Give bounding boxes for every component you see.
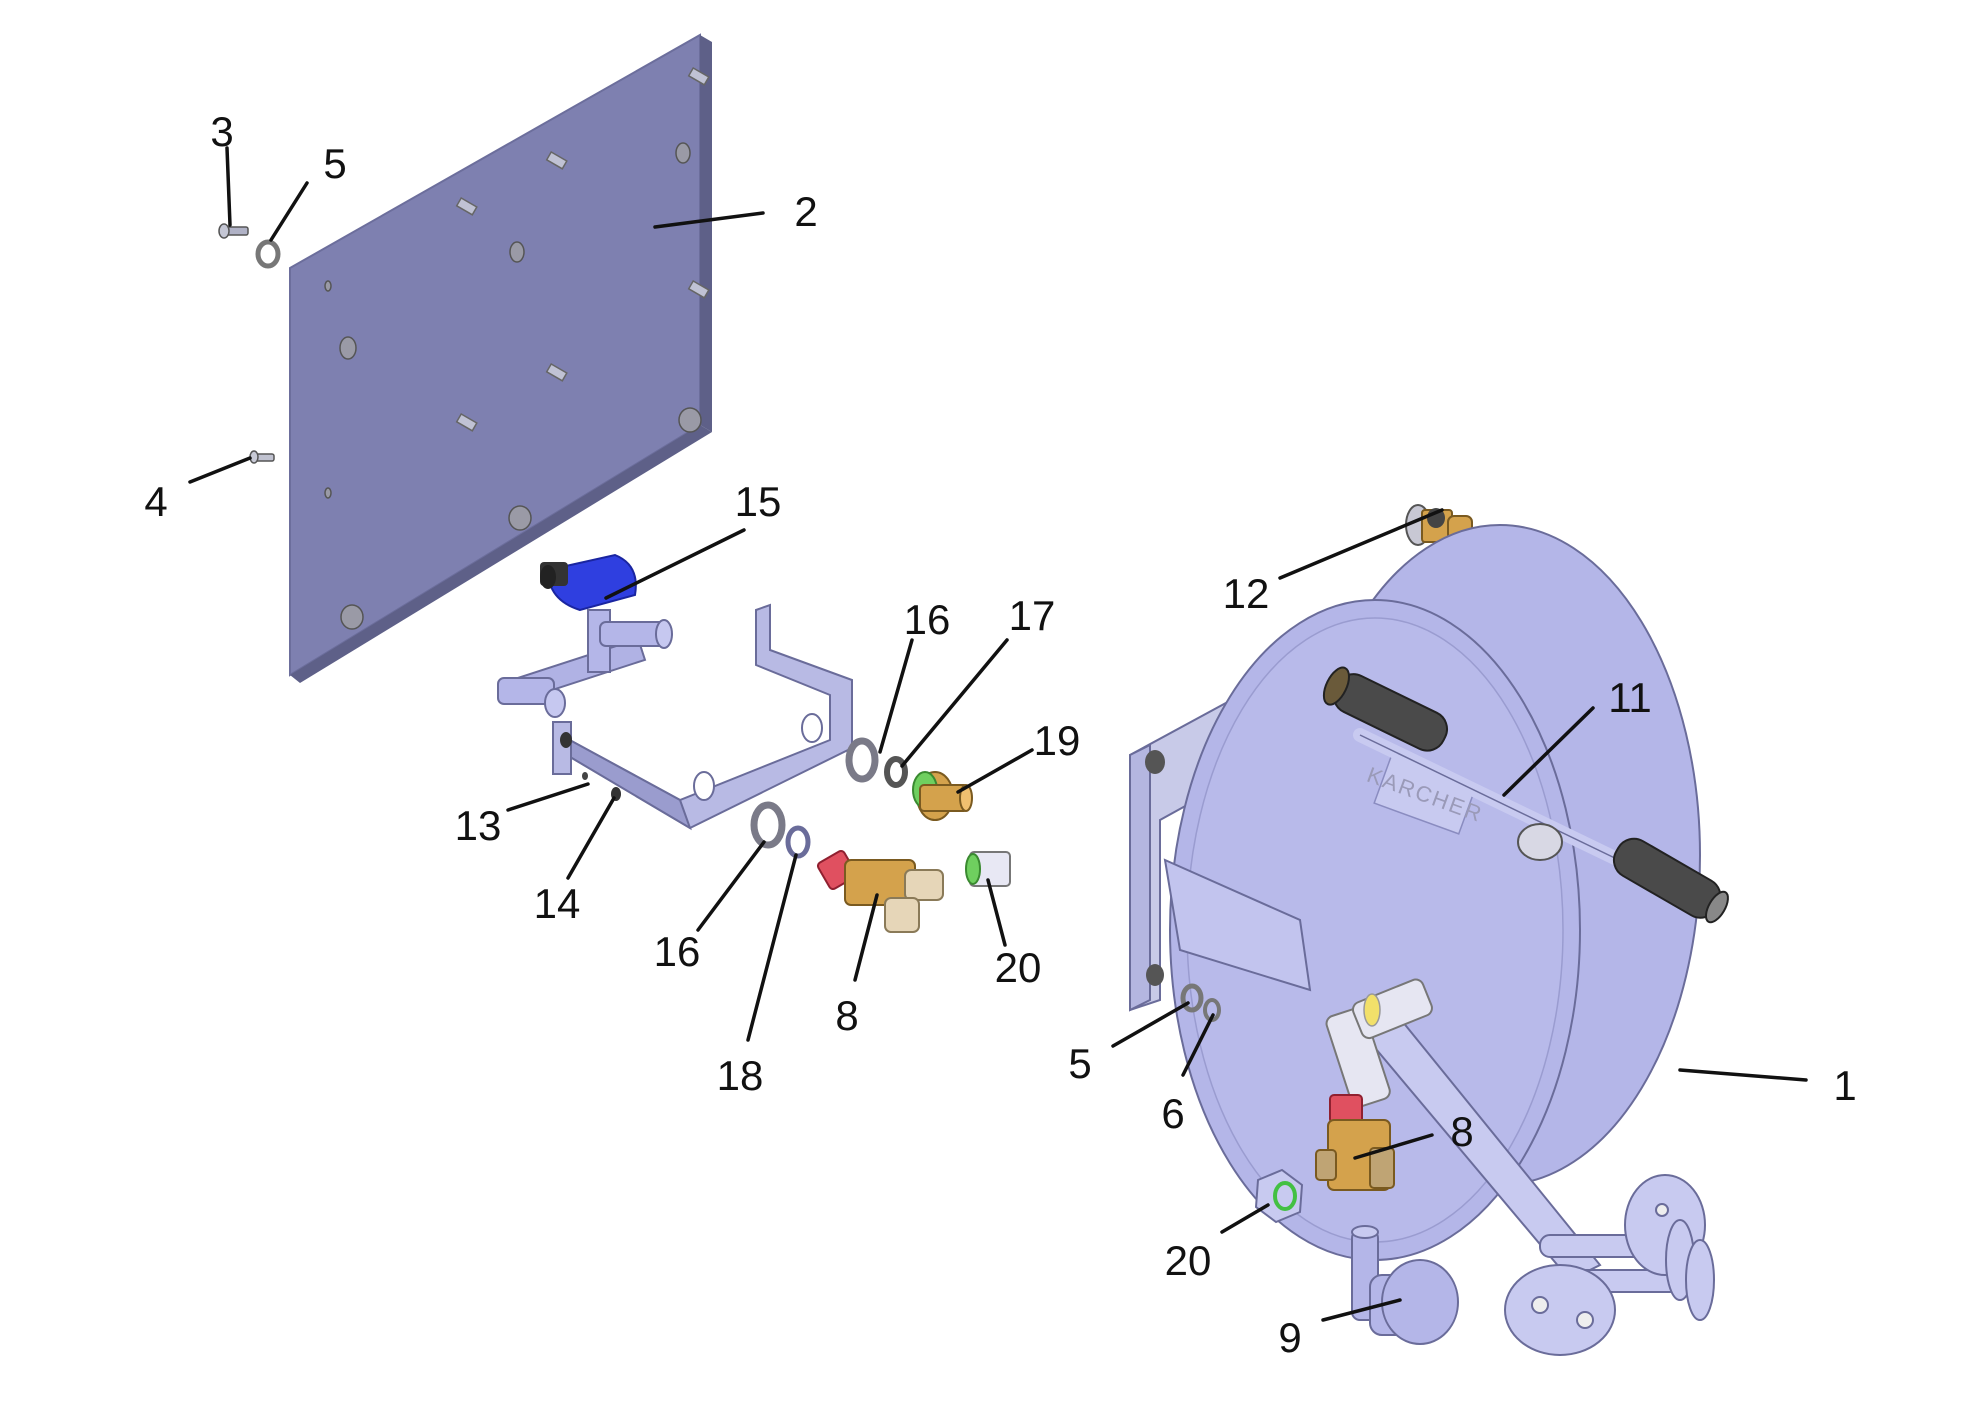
callout-3: 3 (210, 108, 233, 155)
callout-18: 18 (717, 1052, 764, 1099)
callout-6: 6 (1161, 1090, 1184, 1137)
callout-numbers: 3 5 2 4 15 16 17 19 13 14 16 18 8 20 12 … (144, 108, 1856, 1361)
mounting-plate (289, 33, 712, 683)
hose-reel-part-1: KARCHER (1129, 524, 1715, 1356)
callout-9: 9 (1278, 1314, 1301, 1361)
clip-part-18 (785, 825, 811, 859)
hose-connector-part-9 (1351, 1225, 1459, 1345)
washer-part-16-upper (845, 737, 879, 783)
callout-4: 4 (144, 478, 167, 525)
callout-15: 15 (735, 478, 782, 525)
bolt-part-3 (218, 223, 249, 239)
callout-5-top: 5 (323, 140, 346, 187)
callout-12: 12 (1223, 570, 1270, 617)
coupling-part-19 (912, 771, 973, 821)
callout-8-right: 8 (1450, 1108, 1473, 1155)
callout-5-right: 5 (1068, 1040, 1091, 1087)
leader-lines (188, 146, 1808, 1322)
callout-11: 11 (1608, 674, 1652, 721)
callout-20-left: 20 (995, 944, 1042, 991)
callout-13: 13 (455, 802, 502, 849)
washer-part-5-right (1180, 983, 1204, 1013)
clip-part-17 (884, 756, 908, 788)
washer-part-16-lower (750, 801, 786, 849)
callout-20-right: 20 (1165, 1237, 1212, 1284)
callout-19: 19 (1034, 717, 1081, 764)
nut-part-20-right (1254, 1168, 1304, 1224)
adapter-part-20-left (965, 851, 1011, 887)
tee-fitting-part-8-left (816, 849, 944, 933)
elbow-fitting (1325, 978, 1433, 1108)
callout-2: 2 (794, 188, 817, 235)
washer-part-5-top (255, 239, 281, 269)
callout-16-upper: 16 (904, 596, 951, 643)
callout-16-lower: 16 (654, 928, 701, 975)
callout-17: 17 (1009, 592, 1056, 639)
u-bracket (552, 603, 853, 831)
callout-14: 14 (534, 880, 581, 927)
callout-8-left: 8 (835, 992, 858, 1039)
spray-lance-part-11 (1322, 666, 1729, 924)
pin-part-4 (249, 450, 275, 464)
valve-part-15 (497, 553, 673, 718)
callout-1: 1 (1833, 1062, 1856, 1109)
